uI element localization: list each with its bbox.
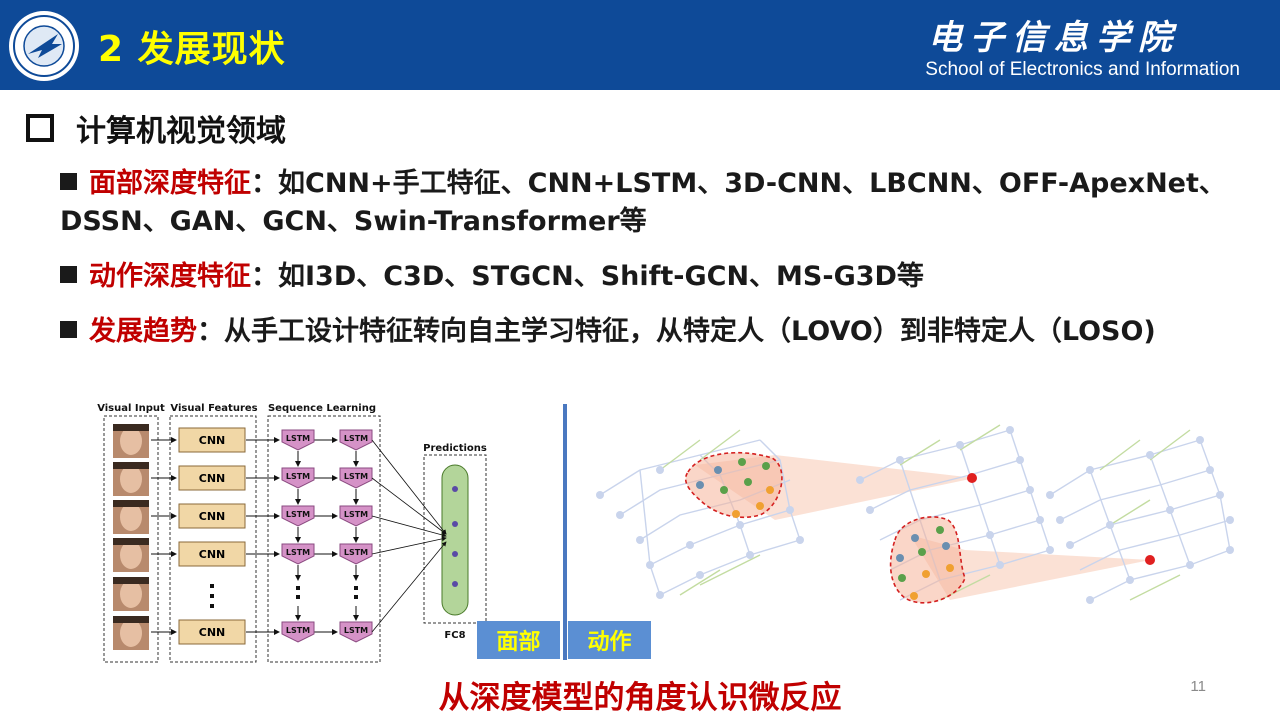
lstm-label: LSTM bbox=[344, 548, 368, 557]
prediction-nodes bbox=[452, 486, 458, 587]
bullet-label: 发展趋势 bbox=[89, 316, 197, 347]
visual-input-group bbox=[103, 415, 159, 663]
face-frame bbox=[113, 424, 149, 458]
square-bullet-icon bbox=[60, 266, 77, 283]
page-number: 11 bbox=[1190, 678, 1206, 695]
cnn-block: CNN bbox=[178, 541, 246, 567]
section-heading-text: 计算机视觉领域 bbox=[76, 114, 286, 149]
fc8-label: FC8 bbox=[444, 630, 465, 641]
square-bullet-icon bbox=[60, 321, 77, 338]
svg-text:CNN: CNN bbox=[199, 548, 226, 561]
predictions-label: Predictions bbox=[423, 443, 487, 454]
lstm-label: LSTM bbox=[286, 548, 310, 557]
col-label-visual-input: Visual Input bbox=[97, 403, 165, 414]
bullet-trend: 发展趋势：从手工设计特征转向自主学习特征，从特定人（LOVO）到非特定人（LOS… bbox=[60, 313, 1240, 351]
lstm-label: LSTM bbox=[344, 472, 368, 481]
projection-band bbox=[910, 535, 1150, 600]
highlight-nodes-1 bbox=[696, 458, 774, 518]
bullet-text: ：如CNN+手工特征、CNN+LSTM、3D-CNN、LBCNN、OFF-Ape… bbox=[60, 168, 1226, 237]
lstm-column-2 bbox=[339, 429, 373, 643]
lstm-label: LSTM bbox=[344, 510, 368, 519]
cnn-block: CNN bbox=[178, 427, 246, 453]
cnn-block: CNN bbox=[178, 503, 246, 529]
hollow-square-icon bbox=[26, 114, 54, 142]
svg-text:CNN: CNN bbox=[199, 434, 226, 447]
highlight-joint-red bbox=[967, 473, 977, 483]
face-frame bbox=[113, 538, 149, 572]
fc-arrows bbox=[371, 439, 447, 633]
lstm-label: LSTM bbox=[286, 510, 310, 519]
lstm-label: LSTM bbox=[286, 626, 310, 635]
bullet-action-features: 动作深度特征：如I3D、C3D、STGCN、Shift-GCN、MS-G3D等 bbox=[60, 258, 1240, 296]
square-bullet-icon bbox=[60, 173, 77, 190]
sequence-learning-group bbox=[267, 415, 381, 663]
school-name-cn: 电子信息学院 bbox=[928, 18, 1180, 58]
highlight-region-2 bbox=[889, 516, 966, 604]
cnn-lstm-diagram: Visual Input Visual Features Sequence Le… bbox=[97, 403, 487, 663]
graph-nodes-2 bbox=[856, 426, 1054, 569]
lstm-label: LSTM bbox=[344, 434, 368, 443]
ellipsis-dots bbox=[210, 584, 214, 608]
slide-title: 2 发展现状 bbox=[98, 29, 286, 70]
face-frame bbox=[113, 616, 149, 650]
graph-edges-green-1 bbox=[659, 429, 761, 596]
figure-caption: 从深度模型的角度认识微反应 bbox=[438, 680, 842, 716]
school-name-en: School of Electronics and Information bbox=[925, 59, 1240, 80]
header-bar: 2 发展现状 电子信息学院 School of Electronics and … bbox=[0, 0, 1280, 90]
svg-text:CNN: CNN bbox=[199, 626, 226, 639]
lstm-label: LSTM bbox=[286, 434, 310, 443]
lstm-label: LSTM bbox=[344, 626, 368, 635]
lstm-column-1 bbox=[281, 429, 315, 643]
bullet-text: ：从手工设计特征转向自主学习特征，从特定人（LOVO）到非特定人（LOSO) bbox=[197, 316, 1156, 347]
bullet-text: ：如I3D、C3D、STGCN、Shift-GCN、MS-G3D等 bbox=[251, 261, 924, 292]
section-heading: 计算机视觉领域 bbox=[26, 106, 286, 150]
skeleton-graph-diagram bbox=[596, 424, 1234, 604]
face-frame bbox=[113, 500, 149, 534]
face-frame bbox=[113, 577, 149, 611]
figure-area: Visual Input Visual Features Sequence Le… bbox=[97, 403, 1234, 663]
cnn-lstm-arrows bbox=[246, 437, 338, 635]
tag-action: 动作 bbox=[568, 621, 651, 659]
lstm-vertical-arrows bbox=[295, 451, 359, 621]
visual-features-group bbox=[169, 415, 257, 663]
bullet-label: 动作深度特征 bbox=[89, 261, 251, 292]
lstm-label: LSTM bbox=[286, 472, 310, 481]
vertical-divider bbox=[563, 404, 567, 660]
tag-face: 面部 bbox=[477, 621, 560, 659]
graph-frame-3 bbox=[1049, 439, 1231, 601]
input-arrows bbox=[151, 437, 177, 635]
graph-nodes-1 bbox=[596, 466, 804, 599]
face-frame bbox=[113, 462, 149, 496]
svg-text:CNN: CNN bbox=[199, 510, 226, 523]
lstm-ellipsis bbox=[296, 586, 358, 599]
col-label-visual-features: Visual Features bbox=[170, 403, 257, 414]
highlight-nodes-2 bbox=[896, 526, 954, 600]
highlight-region-1 bbox=[684, 452, 783, 519]
bullet-face-features: 面部深度特征：如CNN+手工特征、CNN+LSTM、3D-CNN、LBCNN、O… bbox=[60, 165, 1240, 241]
predictions-group bbox=[423, 454, 487, 624]
graph-edges-green-3 bbox=[1099, 429, 1191, 601]
cnn-block: CNN bbox=[178, 465, 246, 491]
graph-nodes-3 bbox=[1046, 436, 1234, 604]
highlight-joint-red bbox=[1145, 555, 1155, 565]
cnn-block: CNN bbox=[178, 619, 246, 645]
col-label-sequence-learning: Sequence Learning bbox=[268, 403, 376, 414]
bullet-label: 面部深度特征 bbox=[89, 168, 251, 199]
svg-text:CNN: CNN bbox=[199, 472, 226, 485]
university-logo-icon bbox=[9, 11, 79, 81]
